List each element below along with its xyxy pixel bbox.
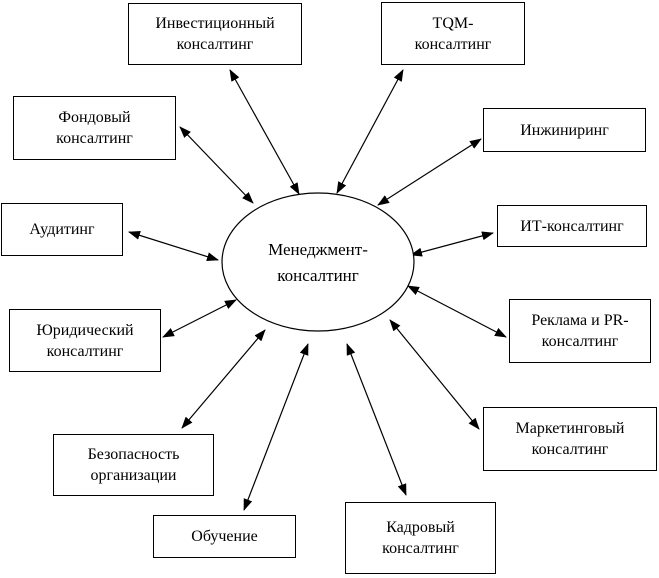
node-box-marketing-consulting: Маркетинговый консалтинг [483,407,657,471]
connector-engineering [377,138,482,206]
connector-training [243,343,309,511]
connector-org-security [181,329,266,429]
node-box-auditing: Аудитинг [1,203,123,256]
node-label-line: консалтинг [176,36,254,53]
center-node-label: Менеджмент- консалтинг [222,194,414,331]
node-label-line: Кадровый [386,519,455,536]
node-label-line: Обучение [191,528,258,545]
node-label-line: Фондовый [58,109,131,126]
node-label-line: организации [90,467,177,484]
connector-legal-consulting [162,299,237,338]
center-label-line: консалтинг [277,265,359,285]
connector-marketing-consulting [389,319,480,430]
connector-auditing [128,231,219,261]
node-label-line: консалтинг [56,130,133,147]
node-label-line: Инжиниринг [520,121,609,139]
node-label-line: консалтинг [531,441,609,458]
center-label-line: Менеджмент- [268,239,368,259]
node-label-line: Реклама и PR- [531,312,629,329]
node-box-engineering: Инжиниринг [483,108,646,152]
node-label-line: Аудитинг [29,221,95,238]
node-label-line: Безопасность [87,446,180,463]
node-box-training: Обучение [153,515,296,558]
node-box-org-security: Безопасность организации [53,434,214,496]
connector-ads-pr-consulting [407,285,507,338]
node-label-line: ИТ-консалтинг [520,217,624,235]
connector-stock-consulting [179,126,254,204]
node-label-line: Маркетинговый [515,420,625,437]
node-box-investment-consulting: Инвестиционный консалтинг [128,3,302,65]
node-label-line: консалтинг [382,540,459,557]
node-label-line: Инвестиционный [155,15,275,32]
connector-hr-consulting [346,343,407,496]
connector-investment-consulting [229,69,300,195]
node-box-it-consulting: ИТ-консалтинг [497,205,647,247]
node-label-line: Юридический [36,321,134,339]
center-ellipse [221,192,415,332]
node-label-line: консалтинг [46,342,124,360]
node-label-line: консалтинг [414,35,492,53]
node-label-line: консалтинг [541,333,619,350]
node-box-tqm-consulting: TQM- консалтинг [381,2,525,65]
node-box-ads-pr-consulting: Реклама и PR- консалтинг [509,299,651,363]
connector-it-consulting [410,231,494,257]
node-box-legal-consulting: Юридический консалтинг [9,309,161,372]
node-box-hr-consulting: Кадровый консалтинг [345,502,496,574]
node-box-stock-consulting: Фондовый консалтинг [13,96,176,160]
node-label-line: TQM- [432,14,474,32]
connector-tqm-consulting [336,69,404,194]
